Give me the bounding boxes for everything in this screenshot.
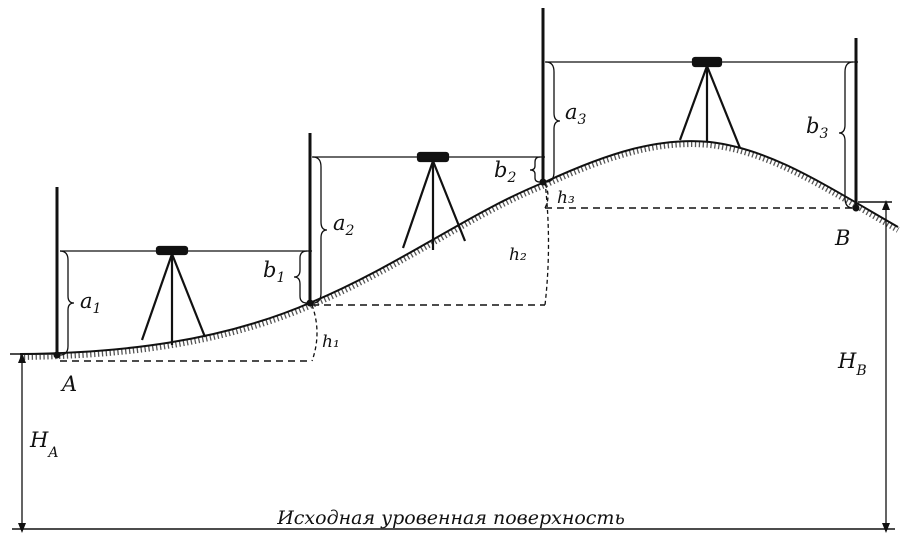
a3-label: a3: [565, 100, 587, 128]
excess-brackets: [311, 181, 550, 362]
a3-brace: [545, 61, 561, 183]
a1-brace: [59, 250, 75, 356]
terrain: [10, 140, 900, 360]
HA-label: HA: [29, 428, 58, 461]
ground-profile: [19, 140, 899, 355]
b1-brace: [293, 250, 308, 304]
point-A-marker: [53, 351, 61, 359]
h3-bracket: [544, 183, 549, 209]
a1-label: a1: [80, 289, 101, 317]
h1-label: h₁: [322, 332, 340, 352]
height-arrows: [18, 200, 890, 533]
reading-braces: [59, 61, 854, 356]
HB-label: HB: [837, 349, 867, 379]
h1-bracket: [311, 304, 318, 362]
ground-hatching: [19, 141, 900, 360]
a2-brace: [312, 156, 328, 304]
projection-lines: [60, 207, 858, 362]
b3-label: b3: [806, 114, 828, 142]
reference-surface-caption: Исходная уровенная поверхность: [276, 507, 625, 529]
b1-label: b1: [263, 258, 285, 286]
level-body-2: [416, 151, 450, 163]
level-body-3: [691, 56, 723, 68]
a2-label: a2: [333, 211, 355, 239]
b2-brace: [529, 156, 541, 183]
level-instrument-1: [140, 245, 207, 345]
point-markers: [53, 178, 860, 359]
point-B-label: B: [834, 226, 850, 250]
point-A-label: A: [60, 372, 77, 396]
leveling-staffs: [55, 8, 858, 355]
level-instrument-3: [678, 56, 742, 149]
level-body-1: [155, 245, 189, 256]
b3-brace: [838, 61, 854, 209]
sight-lines: [60, 61, 858, 252]
h2-label: h₂: [509, 245, 527, 265]
point-2-marker: [539, 178, 547, 186]
h3-label: h₃: [557, 188, 575, 208]
b2-label: b2: [494, 158, 516, 186]
point-1-marker: [306, 299, 314, 307]
point-B-marker: [852, 204, 860, 212]
level-instrument-2: [401, 151, 467, 250]
